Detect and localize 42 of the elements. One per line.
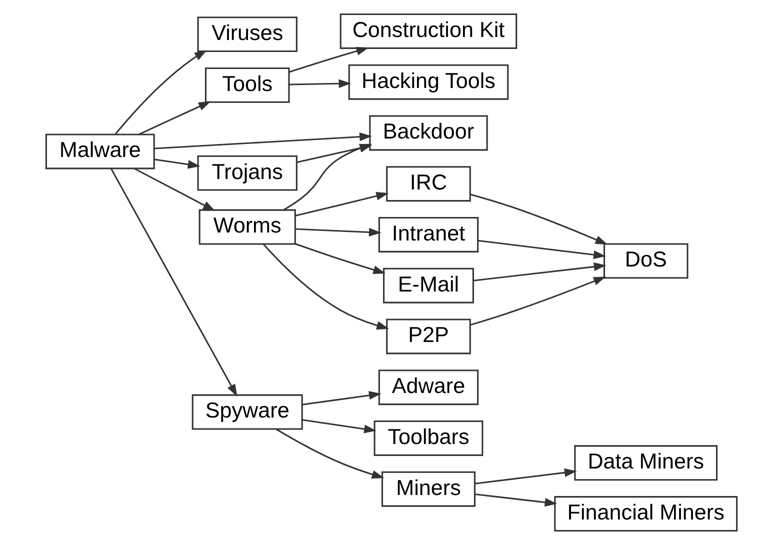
arrow	[472, 262, 606, 282]
node-box: Financial Miners	[554, 496, 738, 532]
node-box: Hacking Tools	[348, 64, 508, 100]
node-box: Intranet	[378, 217, 478, 252]
arrow	[470, 194, 608, 245]
node-box: Data Miners	[574, 445, 718, 481]
arrow	[114, 50, 206, 134]
node-box: DoS	[602, 243, 688, 279]
node-box: E-Mail	[382, 268, 474, 304]
node-box: Adware	[378, 370, 478, 406]
node-box: Viruses	[196, 16, 297, 52]
arrow	[110, 168, 237, 397]
arrow	[294, 243, 386, 274]
node-box: Trojans	[196, 155, 297, 191]
arrow	[478, 240, 606, 260]
arrow	[154, 158, 200, 169]
arrow	[294, 228, 381, 237]
node-box: Worms	[198, 209, 296, 245]
arrow	[296, 144, 372, 163]
arrow	[470, 276, 606, 326]
node-box: Backdoor	[368, 115, 488, 151]
arrow	[288, 79, 351, 88]
arrow	[282, 144, 372, 211]
arrow	[138, 101, 210, 136]
node-box: Tools	[204, 67, 290, 103]
arrow	[294, 192, 388, 217]
node-box: Construction Kit	[339, 14, 517, 49]
arrow	[302, 391, 381, 406]
arrow	[302, 419, 376, 434]
node-box: P2P	[386, 318, 470, 354]
arrow	[288, 46, 368, 73]
arrow	[275, 428, 384, 479]
node-box: Spyware	[191, 394, 302, 430]
arrow	[474, 494, 557, 507]
arrow	[154, 132, 372, 150]
node-box: Miners	[380, 471, 476, 507]
node-box: IRC	[386, 166, 470, 202]
arrow	[474, 468, 576, 484]
arrow	[262, 244, 389, 330]
node-box: Toolbars	[373, 420, 483, 456]
arrow	[134, 168, 215, 212]
node-box: Malware	[44, 134, 154, 170]
